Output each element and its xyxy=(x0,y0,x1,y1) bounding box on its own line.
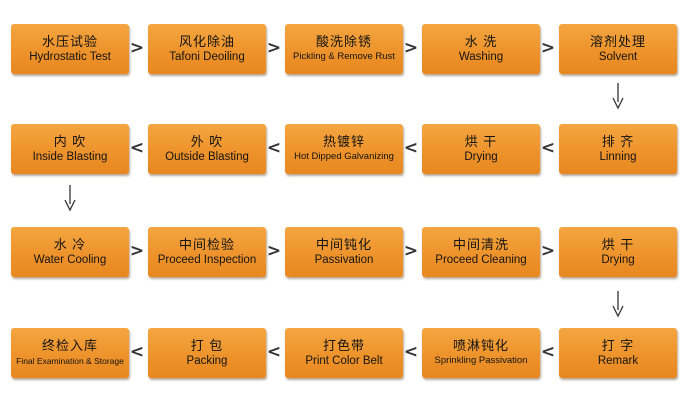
arrow-right-icon: > xyxy=(129,38,145,58)
step-label-cn: 水压试验 xyxy=(41,34,98,49)
step-label-en: Pickling & Remove Rust xyxy=(293,51,395,62)
arrow-left-icon: < xyxy=(129,342,145,362)
step-label-en: Washing xyxy=(458,51,504,63)
step-label-cn: 外 吹 xyxy=(190,134,224,149)
step-proceed-cleaning: 中间清洗 Proceed Cleaning xyxy=(422,227,540,277)
step-drying-2: 烘 干 Drying xyxy=(559,227,677,277)
step-label-en: Drying xyxy=(464,151,498,163)
arrow-right-icon: > xyxy=(403,38,419,58)
step-label-en: Packing xyxy=(186,355,228,367)
step-inside-blasting: 内 吹 Inside Blasting xyxy=(11,124,129,174)
step-tafoni-deoiling: 风化除油 Tafoni Deoiling xyxy=(148,24,266,74)
arrow-right-icon: > xyxy=(129,241,145,261)
arrow-left-icon: < xyxy=(540,138,556,158)
step-label-cn: 打色带 xyxy=(322,338,365,353)
step-label-en: Sprinkling Passivation xyxy=(434,355,528,366)
step-packing: 打 包 Packing xyxy=(148,328,266,378)
step-outside-blasting: 外 吹 Outside Blasting xyxy=(148,124,266,174)
arrow-right-icon: > xyxy=(403,241,419,261)
arrow-down-icon xyxy=(610,290,626,318)
step-label-cn: 溶剂处理 xyxy=(589,34,646,49)
step-label-cn: 烘 干 xyxy=(464,134,498,149)
step-label-en: Outside Blasting xyxy=(165,151,249,163)
arrow-left-icon: < xyxy=(403,342,419,362)
step-water-cooling: 水 冷 Water Cooling xyxy=(11,227,129,277)
step-label-cn: 水 洗 xyxy=(464,34,498,49)
arrow-left-icon: < xyxy=(266,138,282,158)
arrow-left-icon: < xyxy=(129,138,145,158)
step-label-cn: 终检入库 xyxy=(41,338,98,353)
step-label-cn: 打 包 xyxy=(190,338,224,353)
arrow-right-icon: > xyxy=(540,241,556,261)
step-passivation: 中间钝化 Passivation xyxy=(285,227,403,277)
arrow-right-icon: > xyxy=(540,38,556,58)
step-label-cn: 中间清洗 xyxy=(452,237,509,252)
step-label-en: Proceed Cleaning xyxy=(435,254,527,266)
step-label-en: Inside Blasting xyxy=(32,151,108,163)
step-print-color-belt: 打色带 Print Color Belt xyxy=(285,328,403,378)
step-washing: 水 洗 Washing xyxy=(422,24,540,74)
step-label-cn: 烘 干 xyxy=(601,237,635,252)
step-label-en: Linning xyxy=(599,151,637,163)
step-label-cn: 内 吹 xyxy=(53,134,87,149)
step-label-en: Tafoni Deoiling xyxy=(169,51,245,63)
arrow-left-icon: < xyxy=(403,138,419,158)
step-label-en: Passivation xyxy=(314,254,374,266)
step-label-en: Proceed Inspection xyxy=(157,254,257,266)
step-hot-dipped-galvanizing: 热镀锌 Hot Dipped Galvanizing xyxy=(285,124,403,174)
arrow-down-icon xyxy=(610,82,626,110)
step-label-en: Print Color Belt xyxy=(305,355,383,367)
step-label-en: Hot Dipped Galvanizing xyxy=(294,151,394,162)
step-label-en: Solvent xyxy=(598,51,638,63)
step-final-examination-storage: 终检入库 Final Examination & Storage xyxy=(11,328,129,378)
step-linning: 排 齐 Linning xyxy=(559,124,677,174)
step-label-cn: 打 字 xyxy=(601,338,635,353)
step-label-cn: 排 齐 xyxy=(601,134,635,149)
step-pickling-remove-rust: 酸洗除锈 Pickling & Remove Rust xyxy=(285,24,403,74)
arrow-left-icon: < xyxy=(540,342,556,362)
step-label-cn: 中间检验 xyxy=(178,237,235,252)
step-solvent: 溶剂处理 Solvent xyxy=(559,24,677,74)
step-label-en: Final Examination & Storage xyxy=(16,356,124,366)
arrow-left-icon: < xyxy=(266,342,282,362)
step-hydrostatic-test: 水压试验 Hydrostatic Test xyxy=(11,24,129,74)
step-label-cn: 喷淋钝化 xyxy=(452,338,509,353)
step-label-cn: 热镀锌 xyxy=(322,134,365,149)
step-label-cn: 酸洗除锈 xyxy=(315,34,372,49)
step-label-en: Remark xyxy=(597,355,639,367)
arrow-down-icon xyxy=(62,184,78,212)
step-label-en: Drying xyxy=(601,254,635,266)
step-sprinkling-passivation: 喷淋钝化 Sprinkling Passivation xyxy=(422,328,540,378)
step-label-en: Water Cooling xyxy=(33,254,107,266)
arrow-right-icon: > xyxy=(266,241,282,261)
arrow-right-icon: > xyxy=(266,38,282,58)
step-remark: 打 字 Remark xyxy=(559,328,677,378)
step-label-cn: 风化除油 xyxy=(178,34,235,49)
step-label-cn: 水 冷 xyxy=(53,237,87,252)
step-proceed-inspection: 中间检验 Proceed Inspection xyxy=(148,227,266,277)
step-drying-1: 烘 干 Drying xyxy=(422,124,540,174)
step-label-en: Hydrostatic Test xyxy=(29,51,111,63)
step-label-cn: 中间钝化 xyxy=(315,237,372,252)
